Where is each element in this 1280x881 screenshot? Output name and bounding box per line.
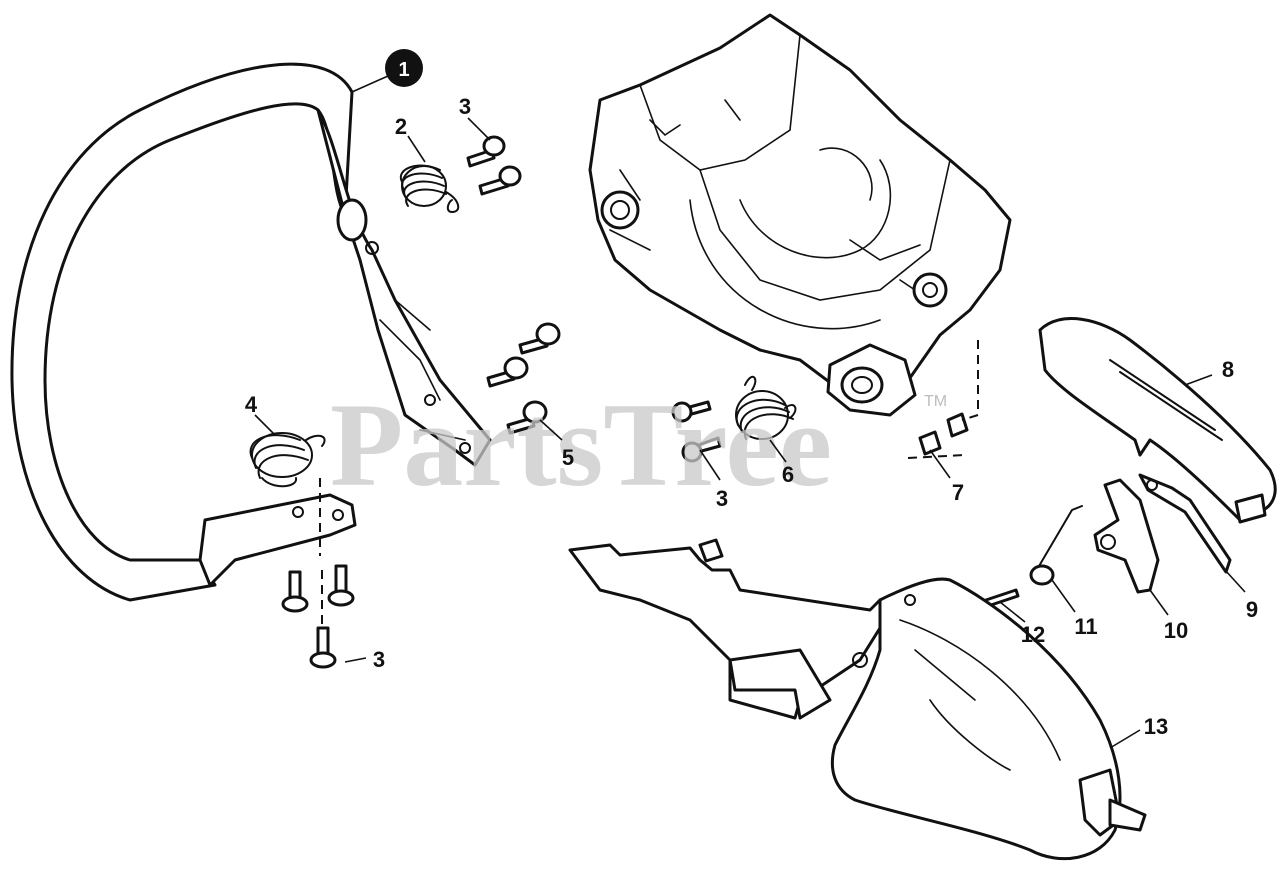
callout-5-label: 5 bbox=[562, 445, 574, 470]
front-handle-bar[interactable] bbox=[10, 62, 492, 602]
screw-5-b[interactable] bbox=[486, 356, 529, 388]
callout-1-label: 1 bbox=[398, 59, 409, 81]
spring-2[interactable] bbox=[399, 164, 460, 213]
crankcase-housing bbox=[588, 13, 1012, 417]
spring-4[interactable] bbox=[249, 432, 326, 488]
screw-3-bottom-a[interactable] bbox=[281, 570, 309, 613]
callout-6-label: 6 bbox=[782, 462, 794, 487]
chain-brake-13[interactable] bbox=[568, 538, 1147, 861]
lever-10[interactable] bbox=[1093, 478, 1160, 594]
screw-3-top-b[interactable] bbox=[478, 165, 522, 196]
callout-2-label: 2 bbox=[395, 114, 407, 139]
alignment-lines bbox=[319, 340, 979, 625]
screw-3-bottom-c[interactable] bbox=[309, 626, 337, 669]
cap-7-a[interactable] bbox=[918, 430, 942, 456]
cap-7-b[interactable] bbox=[946, 412, 969, 438]
screw-5-a[interactable] bbox=[518, 322, 561, 355]
spring-11[interactable] bbox=[1029, 505, 1083, 586]
spring-6[interactable] bbox=[735, 375, 797, 440]
screw-5-c[interactable] bbox=[506, 400, 548, 435]
hand-guard-8[interactable] bbox=[1038, 317, 1277, 524]
callout-1-badge bbox=[385, 49, 423, 87]
screw-3-mid-a[interactable] bbox=[671, 400, 712, 423]
callout-11-label: 11 bbox=[1074, 614, 1097, 639]
handle-bracket bbox=[198, 493, 357, 587]
callout-12-label: 12 bbox=[1021, 622, 1045, 647]
link-9[interactable] bbox=[1138, 473, 1232, 574]
callout-8-label: 8 bbox=[1222, 357, 1234, 382]
callout-1: 1 bbox=[385, 49, 423, 87]
leader-lines bbox=[254, 75, 1246, 749]
callout-3-bottom-label: 3 bbox=[373, 647, 385, 672]
screw-3-mid-b[interactable] bbox=[681, 436, 722, 463]
screw-3-top-a[interactable] bbox=[466, 135, 506, 168]
callout-4-label: 4 bbox=[245, 392, 258, 417]
callout-13-label: 13 bbox=[1144, 714, 1168, 739]
watermark-trademark: TM bbox=[924, 393, 947, 410]
callout-3-mid-label: 3 bbox=[716, 486, 728, 511]
callout-7-label: 7 bbox=[952, 480, 964, 505]
callout-10-label: 10 bbox=[1164, 618, 1188, 643]
callout-9-label: 9 bbox=[1246, 597, 1258, 622]
screw-3-bottom-b[interactable] bbox=[327, 564, 355, 607]
callout-3-top-label: 3 bbox=[459, 94, 471, 119]
watermark-text: PartsTree bbox=[330, 378, 832, 511]
